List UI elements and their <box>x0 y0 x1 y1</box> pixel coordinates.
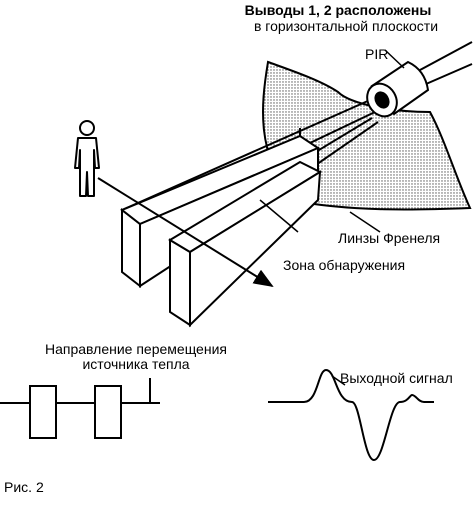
pins-note-line1: Выводы 1, 2 расположены <box>244 2 432 18</box>
detection-zone-slab-2 <box>168 160 323 328</box>
direction-label-line2: источника тепла <box>82 356 190 372</box>
leader-lines <box>259 49 405 233</box>
output-signal-waveform <box>268 368 434 462</box>
motion-arrow <box>97 177 274 288</box>
direction-label-line1: Направление перемещения <box>45 341 227 357</box>
figure-caption: Рис. 2 <box>4 479 44 495</box>
pins-note-line2: в горизонтальной плоскости <box>253 18 439 34</box>
heat-source-path <box>0 378 160 439</box>
pir-sensor-icon <box>366 41 473 118</box>
pir-label: PIR <box>365 46 389 62</box>
signal-leader <box>331 375 346 386</box>
fresnel-label: Линзы Френеля <box>338 230 441 246</box>
output-signal-label: Выходной сигнал <box>340 370 453 386</box>
person-icon <box>74 120 100 197</box>
zone-label: Зона обнаружения <box>283 257 406 273</box>
